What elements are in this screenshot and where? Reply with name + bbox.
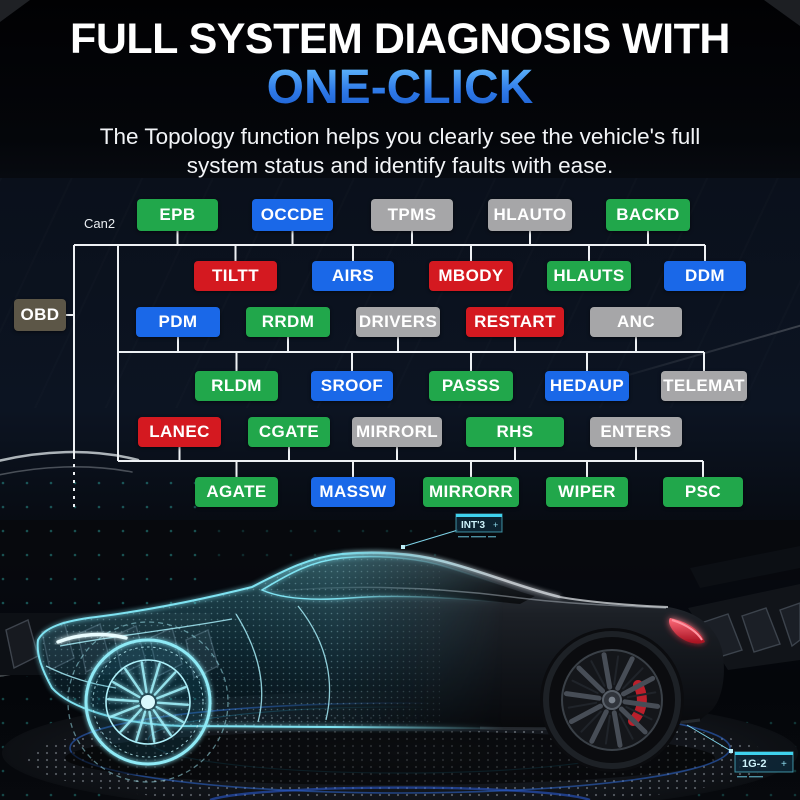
topology-node-wiper: WIPER	[546, 477, 628, 507]
topology-node-massw: MASSW	[311, 477, 395, 507]
plus-icon: +	[493, 520, 498, 530]
page-title-accent: ONE-CLICK	[266, 61, 534, 114]
topology-node-restart: RESTART	[466, 307, 564, 337]
floor-glow-arc	[209, 786, 591, 800]
subtitle-line2: system status and identify faults with e…	[186, 152, 614, 178]
plus-icon: +	[781, 759, 787, 770]
hud-callout-bottom: 1G-2 +	[686, 724, 794, 778]
hud-microtext	[458, 536, 496, 538]
topology-node-tiltt: TILTT	[194, 261, 277, 291]
corner-panel-left	[0, 0, 30, 22]
hud-label-top: INT'3	[461, 520, 485, 531]
topology-node-passs: PASSS	[429, 371, 513, 401]
car-hologram-front	[36, 551, 725, 783]
topology-node-mirrorr: MIRRORR	[423, 477, 519, 507]
topology-node-hedaup: HEDAUP	[545, 371, 629, 401]
topology-node-rhs: RHS	[466, 417, 564, 447]
topology-node-enters: ENTERS	[590, 417, 682, 447]
bus-label-can2: Can2	[84, 216, 116, 231]
headlight	[56, 632, 128, 644]
topology-node-psc: PSC	[663, 477, 743, 507]
car-shadow	[65, 731, 715, 785]
topology-node-ddm: DDM	[664, 261, 746, 291]
topology-node-lanec: LANEC	[138, 417, 221, 447]
topology-node-epb: EPB	[137, 199, 218, 231]
topology-node-backd: BACKD	[606, 199, 690, 231]
topology-node-tpms: TPMS	[371, 199, 453, 231]
hud-label-bottom: 1G-2	[742, 758, 766, 770]
page-subtitle: The Topology function helps you clearly …	[100, 123, 700, 181]
topology-node-rrdm: RRDM	[246, 307, 330, 337]
header: FULL SYSTEM DIAGNOSIS WITH ONE-CLICK The…	[0, 0, 800, 178]
topology-node-sroof: SROOF	[311, 371, 393, 401]
topology-node-cgate: CGATE	[248, 417, 330, 447]
hud-callout-top: INT'3 +	[401, 513, 503, 549]
topology-node-pdm: PDM	[136, 307, 220, 337]
hud-microtext	[737, 776, 763, 778]
front-wheel-hologram	[84, 638, 212, 766]
topology-node-mbody: MBODY	[429, 261, 513, 291]
topology-node-hlauts: HLAUTS	[547, 261, 631, 291]
topology-node-airs: AIRS	[312, 261, 394, 291]
hud-accent-bar	[735, 752, 793, 755]
page-title: FULL SYSTEM DIAGNOSIS WITH	[70, 15, 730, 63]
topology-node-agate: AGATE	[195, 477, 278, 507]
topology-node-rldm: RLDM	[195, 371, 278, 401]
topology-node-telemat: TELEMAT	[661, 371, 747, 401]
corner-panel-right	[764, 0, 800, 26]
hud-accent-bar	[456, 514, 502, 517]
topology-node-occde: OCCDE	[252, 199, 333, 231]
topology-node-drivers: DRIVERS	[356, 307, 440, 337]
topology-node-hlauto: HLAUTO	[488, 199, 572, 231]
topology-node-obd: OBD	[14, 299, 66, 331]
topology-node-anc: ANC	[590, 307, 682, 337]
subtitle-line1: The Topology function helps you clearly …	[99, 123, 701, 149]
topology-node-mirrorl: MIRRORL	[352, 417, 442, 447]
